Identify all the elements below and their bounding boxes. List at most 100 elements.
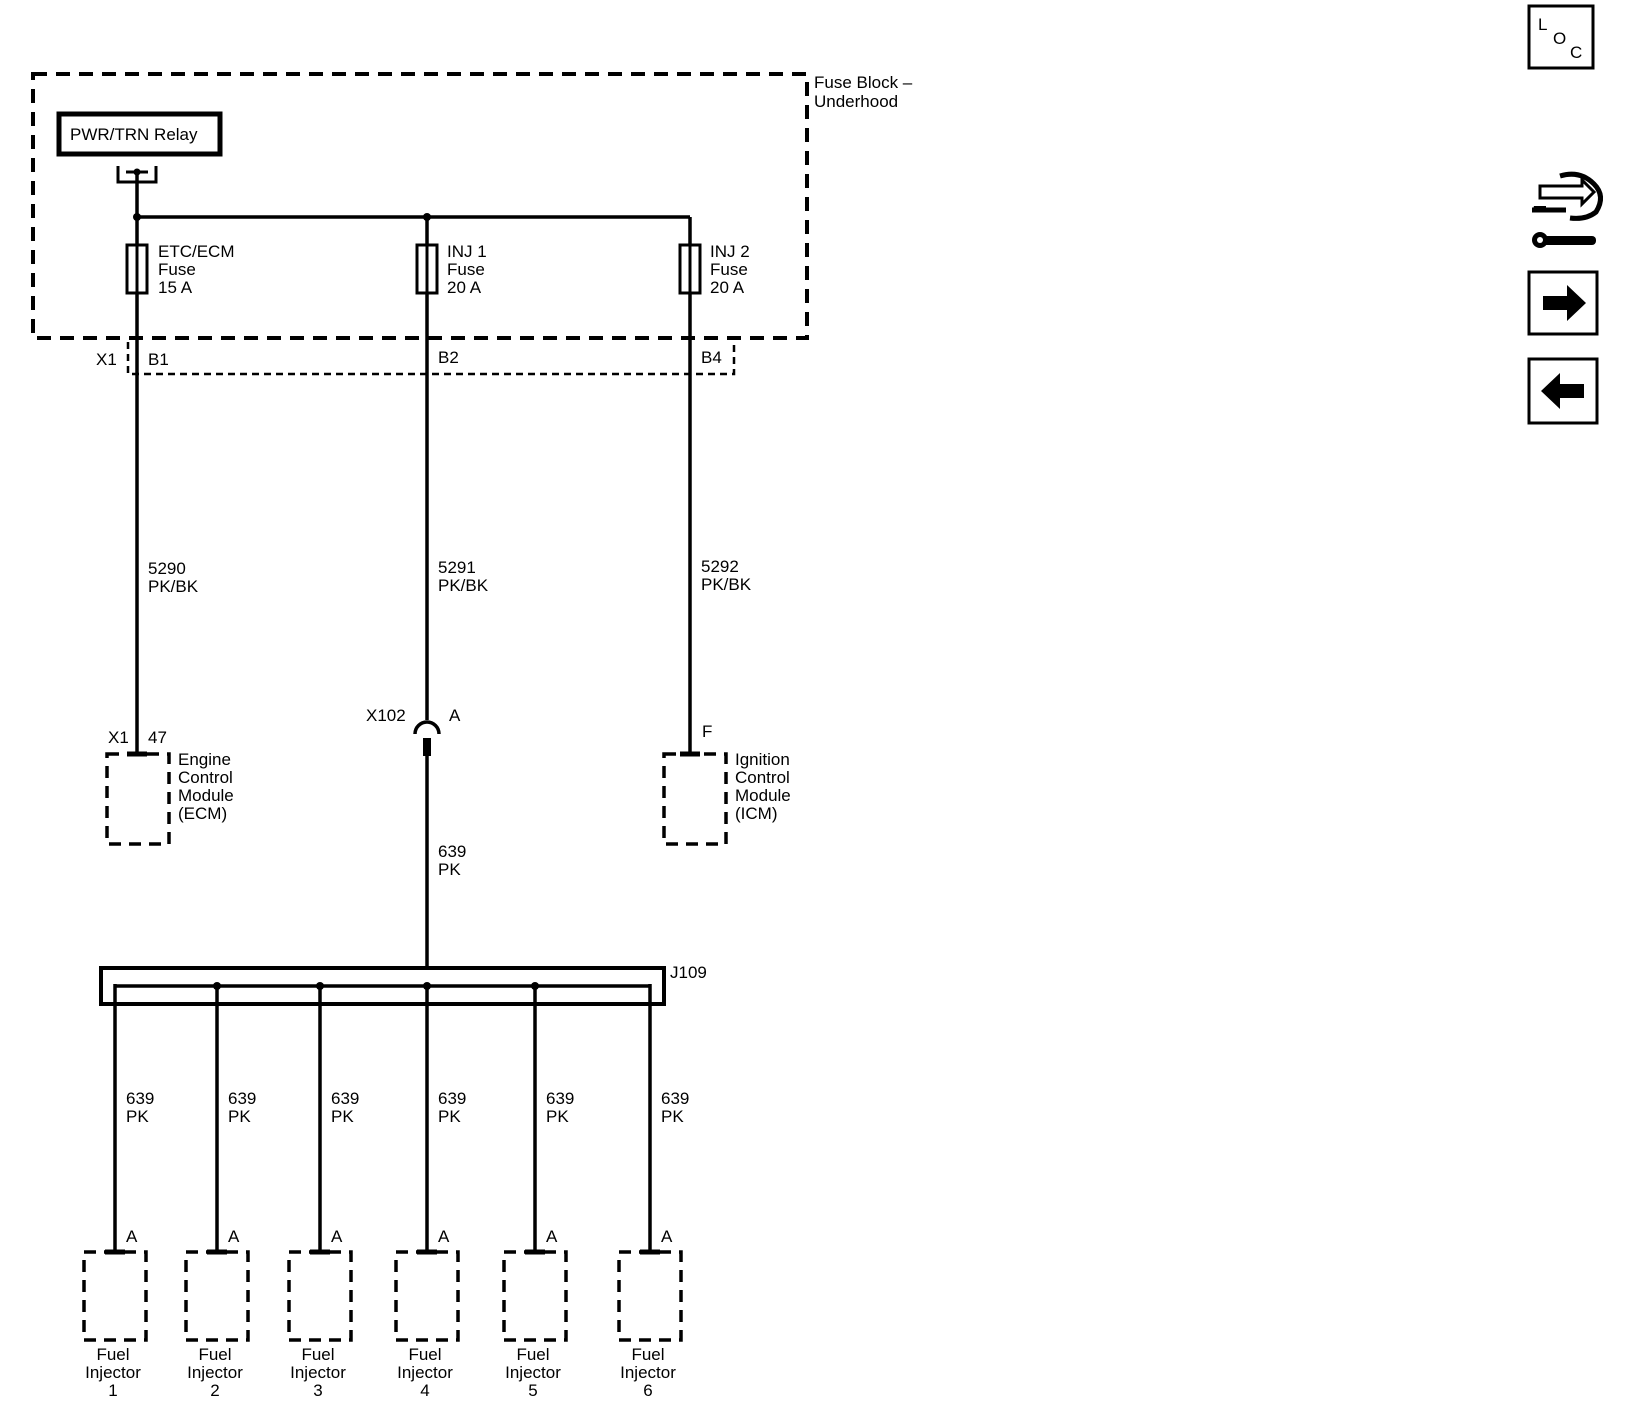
inj4-wire-circuit: 639	[438, 1089, 466, 1108]
icm-label-4: (ICM)	[735, 804, 777, 823]
fuel-injector-6	[617, 1249, 683, 1342]
inj5-wire-circuit: 639	[546, 1089, 574, 1108]
ecm-module	[105, 752, 171, 846]
inj6-wire-circuit: 639	[661, 1089, 689, 1108]
pin-b4: B4	[701, 348, 722, 367]
inj6-label-1: Fuel	[631, 1345, 664, 1364]
wire-5291-circuit: 5291	[438, 558, 476, 577]
fuse-inj1	[415, 243, 439, 295]
fuse-inj1-l2: Fuse	[447, 260, 485, 279]
inj5-label-1: Fuel	[516, 1345, 549, 1364]
fuse-etc-ecm	[125, 243, 149, 295]
connector-x1-label: X1	[96, 350, 117, 369]
svg-text:L: L	[1538, 15, 1547, 34]
inj2-wire-circuit: 639	[228, 1089, 256, 1108]
fuse-inj2	[678, 243, 702, 295]
inj5-label-2: Injector	[505, 1363, 561, 1382]
icm-label-2: Control	[735, 768, 790, 787]
fuse-etc-ecm-l1: ETC/ECM	[158, 242, 235, 261]
fuse-block-title-1: Fuse Block –	[814, 73, 913, 92]
pin-b2: B2	[438, 348, 459, 367]
fuse-inj2-l3: 20 A	[710, 278, 745, 297]
inj4-label-3: 4	[420, 1381, 429, 1400]
inj1-label-1: Fuel	[96, 1345, 129, 1364]
inj3-label-1: Fuel	[301, 1345, 334, 1364]
fuse-inj2-l1: INJ 2	[710, 242, 750, 261]
inj6-wire-color: PK	[661, 1107, 684, 1126]
inj3-label-2: Injector	[290, 1363, 346, 1382]
inj5-wire-color: PK	[546, 1107, 569, 1126]
inj4-label-1: Fuel	[408, 1345, 441, 1364]
wire-5292-color: PK/BK	[701, 575, 752, 594]
inj2-label-3: 2	[210, 1381, 219, 1400]
inj4-wire-color: PK	[438, 1107, 461, 1126]
relay-label: PWR/TRN Relay	[70, 125, 198, 144]
ecm-label-3: Module	[178, 786, 234, 805]
ecm-connector: X1	[108, 728, 129, 747]
inj2-pin: A	[228, 1227, 240, 1246]
inj1-wire-circuit: 639	[126, 1089, 154, 1108]
wire-5291-color: PK/BK	[438, 576, 489, 595]
inj2-label-1: Fuel	[198, 1345, 231, 1364]
fuel-injector-1	[82, 1249, 148, 1342]
inj6-pin: A	[661, 1227, 673, 1246]
icm-module	[662, 752, 728, 846]
icm-pin: F	[702, 722, 712, 741]
ecm-label-1: Engine	[178, 750, 231, 769]
fuse-etc-ecm-l3: 15 A	[158, 278, 193, 297]
fuse-block-outline	[31, 72, 809, 340]
arrow-left-icon	[1541, 373, 1584, 409]
splice-label: J109	[670, 963, 707, 982]
inj3-label-3: 3	[313, 1381, 322, 1400]
loc-icon[interactable]	[1527, 4, 1595, 70]
inj5-label-3: 5	[528, 1381, 537, 1400]
pwr-trn-relay: PWR/TRN Relay	[56, 111, 223, 157]
fuse-inj2-l2: Fuse	[710, 260, 748, 279]
fuel-injector-3	[287, 1249, 353, 1342]
fuse-inj1-l3: 20 A	[447, 278, 482, 297]
fuel-injector-2	[184, 1249, 250, 1342]
inj3-wire-circuit: 639	[331, 1089, 359, 1108]
inj3-wire-color: PK	[331, 1107, 354, 1126]
inj6-label-2: Injector	[620, 1363, 676, 1382]
inj1-label-3: 1	[108, 1381, 117, 1400]
x102-label: X102	[366, 706, 406, 725]
component-views-icon[interactable]	[1532, 171, 1603, 248]
inj2-label-2: Injector	[187, 1363, 243, 1382]
arrow-right-icon	[1543, 285, 1586, 321]
icm-label-1: Ignition	[735, 750, 790, 769]
inj1-label-2: Injector	[85, 1363, 141, 1382]
wire-5290-circuit: 5290	[148, 559, 186, 578]
inj4-pin: A	[438, 1227, 450, 1246]
x102-connector	[413, 720, 441, 735]
fuel-injector-5	[502, 1249, 568, 1342]
inj4-label-2: Injector	[397, 1363, 453, 1382]
inj6-label-3: 6	[643, 1381, 652, 1400]
inj1-pin: A	[126, 1227, 138, 1246]
pin-b1: B1	[148, 350, 169, 369]
fuse-etc-ecm-l2: Fuse	[158, 260, 196, 279]
ecm-label-2: Control	[178, 768, 233, 787]
injector-wires	[113, 986, 652, 1252]
svg-text:C: C	[1570, 43, 1582, 62]
ecm-label-4: (ECM)	[178, 804, 227, 823]
connector-x1-outline	[126, 342, 736, 376]
previous-button[interactable]	[1527, 357, 1599, 425]
inj1-wire-color: PK	[126, 1107, 149, 1126]
icm-label-3: Module	[735, 786, 791, 805]
svg-text:O: O	[1553, 29, 1566, 48]
fuel-injector-4	[394, 1249, 460, 1342]
x102-pin: A	[449, 706, 461, 725]
inj2-wire-color: PK	[228, 1107, 251, 1126]
wire-5292-circuit: 5292	[701, 557, 739, 576]
wire-5290-color: PK/BK	[148, 577, 199, 596]
fuse-inj1-l1: INJ 1	[447, 242, 487, 261]
fuse-block-title-2: Underhood	[814, 92, 898, 111]
next-button[interactable]	[1527, 270, 1599, 336]
inj3-pin: A	[331, 1227, 343, 1246]
ecm-pin: 47	[148, 728, 167, 747]
loc-button[interactable]: L O C	[1527, 4, 1595, 70]
relay-contact	[116, 166, 158, 218]
wire-639-circuit: 639	[438, 842, 466, 861]
